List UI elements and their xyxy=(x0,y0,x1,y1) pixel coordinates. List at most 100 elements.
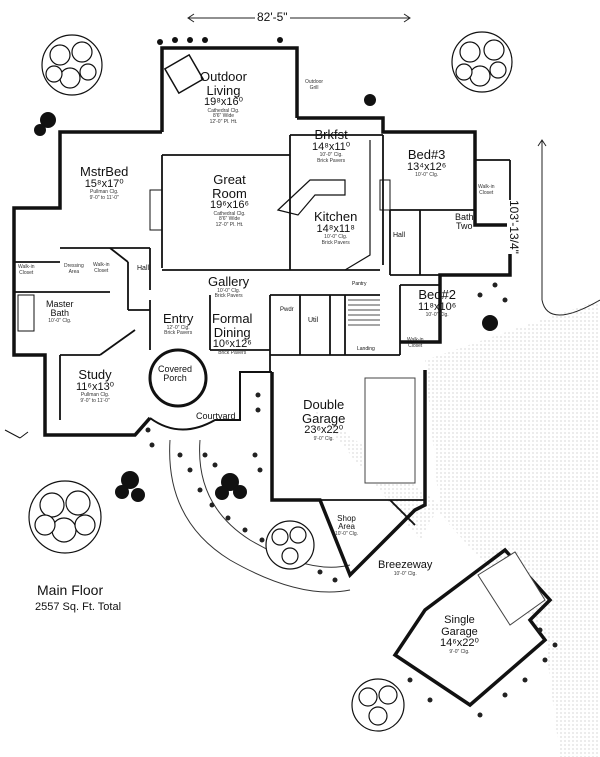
room-name: Study xyxy=(78,367,112,382)
exterior-walls xyxy=(12,46,553,708)
room-dims: 14⁸x11⁰ xyxy=(312,140,351,153)
room-notes: Pullman Clg. 9'-0" to 11'-0" xyxy=(89,189,119,201)
room-pwdr: Pwdr xyxy=(280,307,294,313)
overall-width-label: 82'-5" xyxy=(255,10,290,24)
room-entry: Entry 12'-0" Clg. Brick Pavers xyxy=(163,312,193,337)
room-single-garage: Single Garage 14⁶x22⁰ 9'-0" Clg. xyxy=(440,614,479,655)
room-covered-porch: Covered Porch xyxy=(158,364,193,384)
room-outdoor-living: Outdoor Living 19⁸x16⁰ Cathedral Clg. 8'… xyxy=(200,70,247,125)
room-name: Bed#2 xyxy=(418,287,456,302)
room-walkin-closet-1: Walk-in Closet xyxy=(18,264,35,276)
room-shop-area: Shop Area 10'-0" Clg. xyxy=(335,514,359,537)
covered-porch-circle xyxy=(148,348,208,408)
room-name: Single Garage xyxy=(441,614,478,638)
front-walkway-edge xyxy=(199,439,351,568)
dimension-line-depth xyxy=(537,139,600,316)
room-gallery: Gallery 10'-0" Clg. Brick Pavers xyxy=(208,275,249,300)
room-name: Outdoor Living xyxy=(200,69,247,98)
room-dims: 19⁸x16⁰ xyxy=(203,96,243,109)
room-util: Util xyxy=(308,317,319,324)
room-notes: 10'-0" Clg. xyxy=(48,317,72,324)
master-tub xyxy=(17,294,35,332)
room-name: Kitchen xyxy=(314,209,358,224)
room-notes: 10'-0" Clg. xyxy=(393,570,417,577)
room-dims: 19⁶x16⁶ xyxy=(210,199,250,212)
kitchen-counter xyxy=(344,140,371,271)
room-dims: 13⁴x12⁶ xyxy=(407,160,447,173)
tree-icon xyxy=(451,31,513,93)
mstr-bed-furniture xyxy=(149,189,163,231)
room-dims: 15⁸x17⁰ xyxy=(84,177,124,190)
room-name: Breezeway xyxy=(378,559,433,571)
room-notes: 10'-0" Clg. Brick Pavers xyxy=(317,152,346,164)
room-notes: 10'-0" Clg. xyxy=(415,172,439,179)
room-notes: Cathedral Clg. 8'6" Wide 12'-0" Pl. Ht. xyxy=(207,107,240,125)
room-dims: 11⁶x13⁰ xyxy=(76,380,115,393)
stairs xyxy=(348,299,380,326)
plan-area: 2557 Sq. Ft. Total xyxy=(35,601,122,613)
room-name: Brkfst xyxy=(314,127,348,142)
room-name: Covered Porch xyxy=(158,364,193,384)
room-hall-right: Hall xyxy=(393,232,406,239)
room-notes: Pullman Clg. 9'-0" to 11'-0" xyxy=(80,392,110,404)
room-dims: 14⁶x22⁰ xyxy=(440,637,479,650)
dimension-line-width xyxy=(187,13,411,23)
room-notes: 12'-0" Clg. Brick Pavers xyxy=(164,324,193,337)
room-great-room: Great Room 19⁶x16⁶ Cathedral Clg. 8'6" W… xyxy=(210,173,249,228)
plant-dots xyxy=(145,282,558,718)
room-pantry: Pantry xyxy=(352,281,367,287)
room-dims: 10⁶x12⁶ xyxy=(212,338,252,351)
room-dressing-area: Dressing Area xyxy=(64,263,84,275)
room-courtyard: Courtyard xyxy=(196,411,236,421)
entry-arrow-icon xyxy=(4,429,29,439)
room-name: Great Room xyxy=(212,172,247,201)
room-master-bath: Master Bath 10'-0" Clg. xyxy=(46,299,74,324)
room-landing: Landing xyxy=(357,346,375,352)
room-notes: Cathedral Clg. 8'6" Wide 12'-0" Pl. Ht. xyxy=(213,210,246,228)
dark-shrub-icons xyxy=(34,37,498,502)
room-name: Shop Area xyxy=(337,514,356,532)
room-name: Master Bath xyxy=(46,299,74,319)
room-name: Bed#3 xyxy=(407,147,446,162)
room-study: Study 11⁶x13⁰ Pullman Clg. 9'-0" to 11'-… xyxy=(76,368,114,404)
room-notes: Brick Pavers xyxy=(218,349,247,356)
garage-door-panel xyxy=(364,377,416,484)
room-name: Formal Dining xyxy=(212,311,253,340)
plan-title: Main Floor xyxy=(37,582,104,598)
room-hall-left: Hall xyxy=(137,265,150,272)
room-mstr-bed: MstrBed 15⁸x17⁰ Pullman Clg. 9'-0" to 11… xyxy=(80,165,128,201)
room-name: Entry xyxy=(163,311,194,326)
room-bath-two: Bath Two xyxy=(455,212,474,232)
tree-icon xyxy=(41,34,103,96)
room-dims: 23⁶x22⁰ xyxy=(304,424,344,437)
room-name: Double Garage xyxy=(302,397,346,426)
room-name: Bath Two xyxy=(455,212,474,232)
room-notes: 10'-0" Clg. Brick Pavers xyxy=(214,287,243,300)
room-notes: 9'-0" Clg. xyxy=(313,435,334,442)
room-notes: 10'-0" Clg. xyxy=(425,312,449,319)
single-garage-door-panel xyxy=(477,551,546,626)
room-notes: 10'-0" Clg. xyxy=(335,530,359,537)
tree-icon xyxy=(28,480,102,554)
room-bed2: Bed#2 11⁸x10⁶ 10'-0" Clg. xyxy=(418,288,456,319)
fireplace xyxy=(163,53,205,95)
shrub-icons xyxy=(28,31,513,732)
tree-icon xyxy=(351,678,405,732)
front-walkway xyxy=(169,439,351,593)
room-walkin-closet-3: Walk-in Closet xyxy=(478,184,495,196)
room-formal-dining: Formal Dining 10⁶x12⁶ Brick Pavers xyxy=(212,312,252,356)
courtyard-wall xyxy=(149,371,272,431)
tree-icon xyxy=(265,520,315,570)
room-name: Gallery xyxy=(208,274,250,289)
interior-walls xyxy=(14,134,511,526)
room-dims: 11⁸x10⁶ xyxy=(418,300,457,313)
room-outdoor-grill: Outdoor Grill xyxy=(305,79,324,91)
room-walkin-closet-4: Walk-in Closet xyxy=(407,337,424,349)
room-dims: 14⁸x11⁸ xyxy=(316,222,355,235)
overall-depth-label: 103'-13/4" xyxy=(507,200,521,254)
room-kitchen: Kitchen 14⁸x11⁸ 10'-0" Clg. Brick Pavers xyxy=(314,210,357,246)
room-notes: 10'-0" Clg. Brick Pavers xyxy=(321,234,350,246)
kitchen-island xyxy=(276,179,346,216)
room-walkin-closet-2: Walk-in Closet xyxy=(93,262,110,274)
